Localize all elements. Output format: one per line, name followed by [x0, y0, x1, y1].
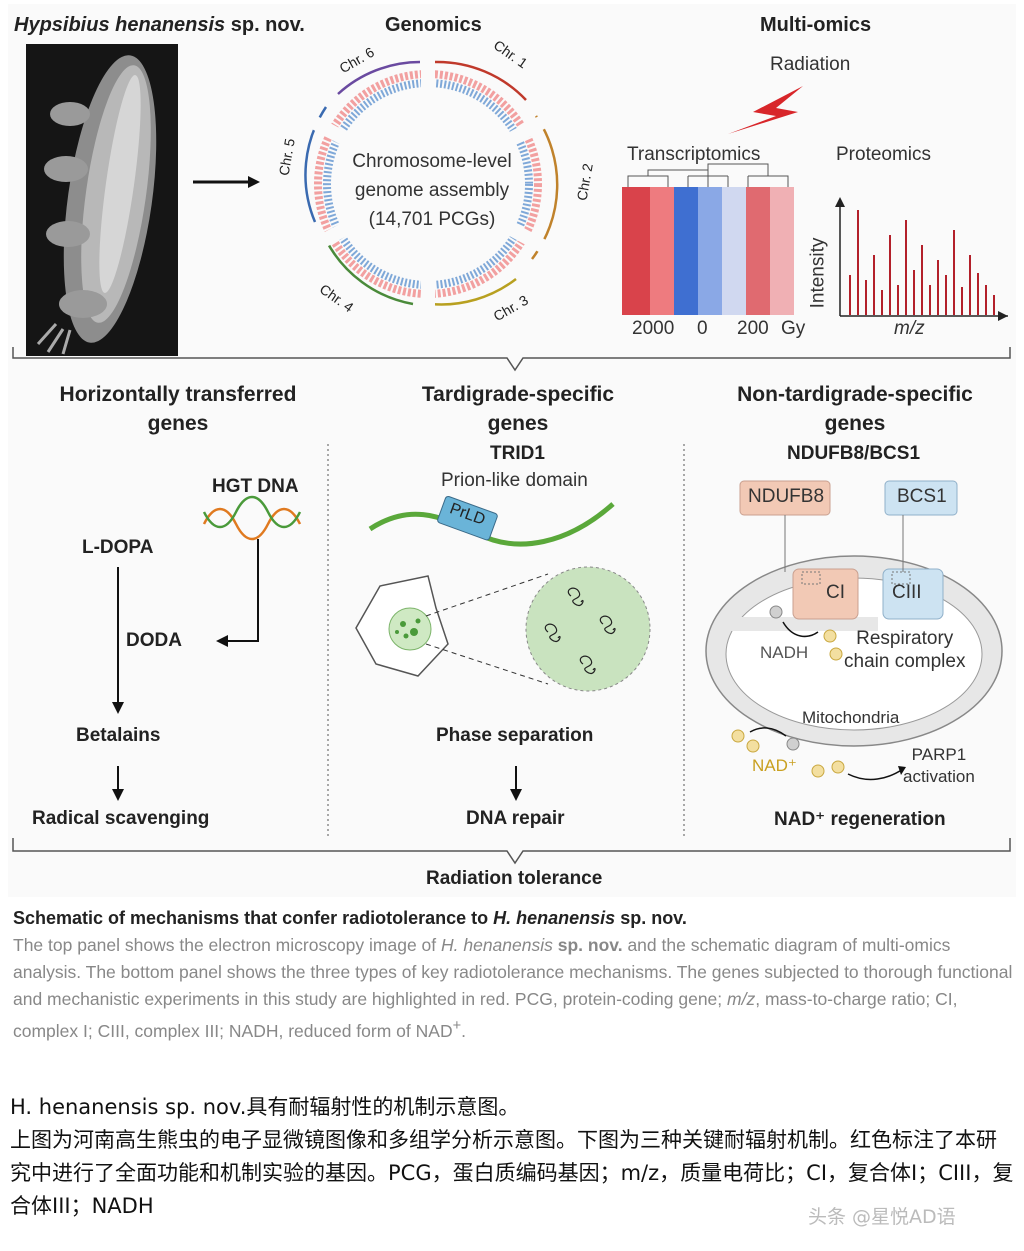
- cell-nucleus: [388, 607, 432, 651]
- bcs1-box: [884, 480, 958, 516]
- hgt-dna-icon: [202, 495, 302, 541]
- chinese-caption-body: 上图为河南高生熊虫的电子显微镜图像和多组学分析示意图。下图为三种关键耐辐射机制。…: [10, 1128, 1014, 1218]
- ci-label: CI: [826, 582, 845, 603]
- phase-separation-label: Phase separation: [436, 725, 594, 746]
- phase-droplet-zoom: [525, 566, 651, 692]
- bcs1-box-label: BCS1: [897, 486, 947, 507]
- heatmap-axis-0: 0: [697, 318, 708, 339]
- complex-III-shape: [882, 568, 944, 620]
- radiation-bolt-icon: [728, 86, 803, 134]
- caption-title: Schematic of mechanisms that confer radi…: [13, 908, 687, 928]
- transcriptomics-label: Transcriptomics: [627, 144, 761, 165]
- ldopa-label: L-DOPA: [82, 537, 154, 558]
- heatmap-axis-200: 200: [737, 318, 769, 339]
- figure-panel: Hypsibius henanensis sp. nov. Genomics M…: [8, 4, 1016, 897]
- doda-label: DODA: [126, 630, 182, 651]
- bottom-bracket: [12, 838, 1011, 865]
- prld-domain-box: [437, 495, 498, 541]
- mz-label: m/z: [894, 318, 925, 339]
- radiation-label: Radiation: [770, 54, 851, 75]
- nad-plus-label: NAD⁺: [752, 756, 797, 775]
- trid1-label: TRID1: [490, 443, 545, 464]
- top-bracket: [12, 347, 1011, 372]
- tardigrade-sem-image: [26, 44, 178, 356]
- betalains-label: Betalains: [76, 725, 161, 746]
- nadh-label: NADH: [760, 643, 809, 662]
- proteomics-spectrum: [835, 197, 1008, 321]
- complex-I-shape: [792, 568, 859, 620]
- radiation-tolerance-label: Radiation tolerance: [426, 868, 603, 889]
- transcriptomics-heatmap: [622, 163, 794, 315]
- species-label: Hypsibius henanensis sp. nov.: [14, 14, 305, 36]
- genomics-title: Genomics: [385, 14, 482, 36]
- watermark: 头条 @星悦AD语: [808, 1206, 956, 1228]
- nad-regeneration-label: NAD⁺ regeneration: [774, 809, 946, 830]
- ndufb8-box-label: NDUFB8: [748, 486, 825, 507]
- ciii-label: CIII: [892, 582, 922, 603]
- chinese-caption-title: H. henanensis sp. nov.具有耐辐射性的机制示意图。: [10, 1095, 520, 1119]
- prion-like-domain-label: Prion-like domain: [441, 470, 588, 491]
- figure-graphics: [12, 44, 1011, 865]
- multiomics-title: Multi-omics: [760, 14, 872, 36]
- radical-scavenging-label: Radical scavenging: [32, 808, 210, 829]
- circos-plot: [304, 59, 559, 309]
- heatmap-axis-2000: 2000: [632, 318, 675, 339]
- dna-repair-label: DNA repair: [466, 808, 565, 829]
- chinese-caption: H. henanensis sp. nov.具有耐辐射性的机制示意图。 上图为河…: [10, 1091, 1015, 1223]
- caption-body: The top panel shows the electron microsc…: [13, 935, 1013, 1041]
- intensity-label: Intensity: [807, 237, 829, 309]
- heatmap-axis-gy: Gy: [781, 318, 806, 339]
- mitochondria-label: Mitochondria: [802, 708, 900, 727]
- proteomics-label: Proteomics: [836, 144, 932, 165]
- hgt-dna-label: HGT DNA: [212, 476, 299, 497]
- ndufb8-bcs1-label: NDUFB8/BCS1: [787, 443, 921, 464]
- figure-caption: Schematic of mechanisms that confer radi…: [13, 905, 1013, 1045]
